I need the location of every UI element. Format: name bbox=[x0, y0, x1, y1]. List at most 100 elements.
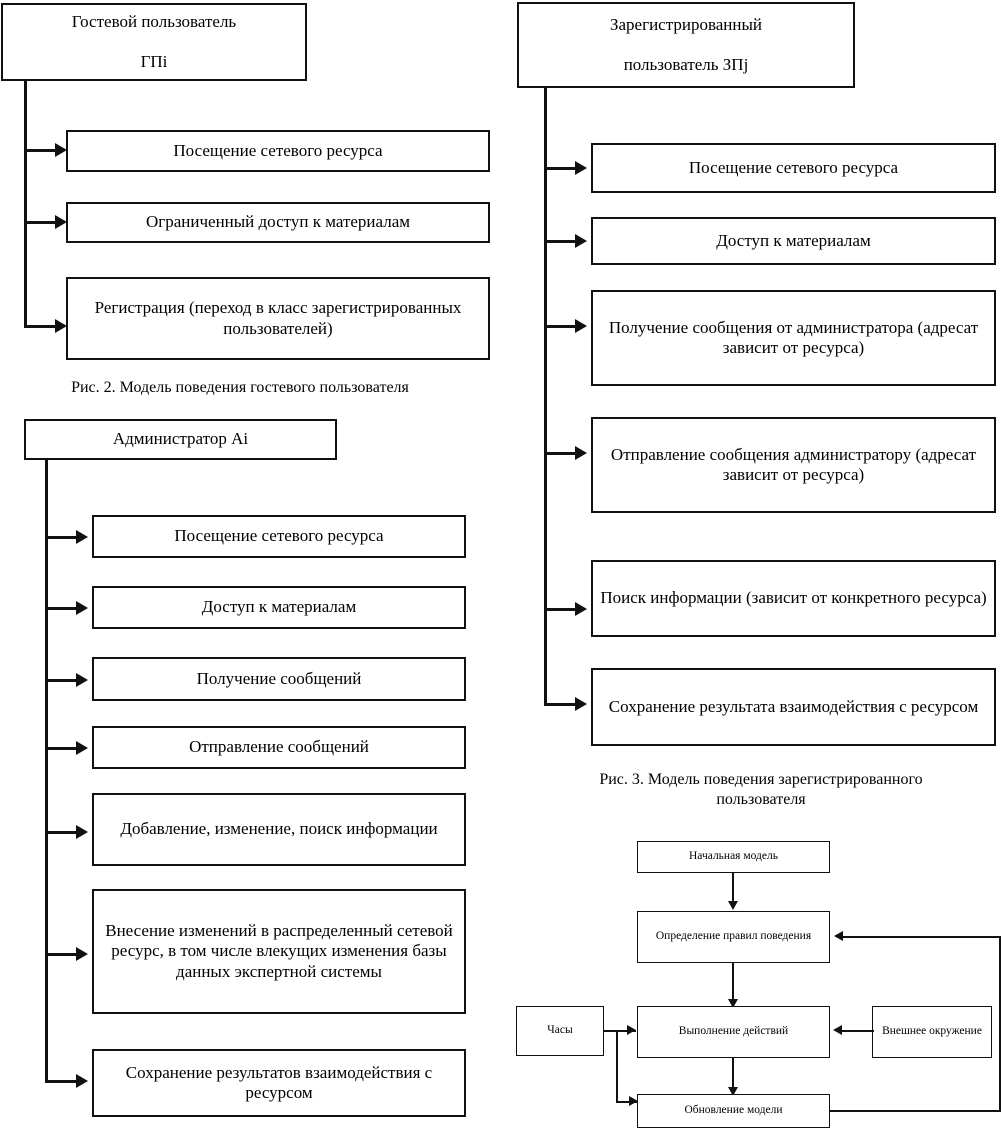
loop-line-initial-to-rules bbox=[732, 873, 734, 904]
loop-update-model-label: Обновление модели bbox=[684, 1104, 783, 1117]
guest-item-3-label: Регистрация (переход в класс зарегистрир… bbox=[94, 298, 462, 338]
guest-branch-3 bbox=[24, 325, 57, 328]
loop-initial-model-box: Начальная модель bbox=[637, 841, 830, 873]
registered-branch-5 bbox=[544, 608, 577, 611]
registered-arrow-3 bbox=[575, 319, 587, 333]
loop-arrow-env-to-exec bbox=[833, 1025, 842, 1035]
loop-line-clock-down bbox=[616, 1030, 618, 1103]
registered-item-2-label: Доступ к материалам bbox=[716, 230, 871, 250]
admin-branch-7 bbox=[45, 1080, 78, 1083]
admin-branch-1 bbox=[45, 536, 78, 539]
admin-arrow-2 bbox=[76, 601, 88, 615]
registered-item-3-label: Получение сообщения от администратора (а… bbox=[608, 317, 979, 357]
guest-arrow-3 bbox=[55, 319, 67, 333]
loop-line-rules-to-exec bbox=[732, 963, 734, 1003]
loop-feedback-line-up bbox=[999, 936, 1001, 1112]
registered-item-4-box: Отправление сообщения администратору (ад… bbox=[591, 417, 996, 513]
admin-item-6-label: Внесение изменений в распределенный сете… bbox=[105, 921, 453, 981]
loop-line-env-to-exec bbox=[841, 1030, 874, 1032]
guest-item-1-label: Посещение сетевого ресурса bbox=[173, 140, 383, 160]
guest-arrow-2 bbox=[55, 215, 67, 229]
admin-item-2-box: Доступ к материалам bbox=[92, 586, 466, 629]
admin-item-3-label: Получение сообщений bbox=[196, 668, 362, 688]
loop-arrow-rules-to-exec bbox=[728, 999, 738, 1008]
admin-root-label: Администратор Ai bbox=[112, 429, 249, 449]
registered-branch-4 bbox=[544, 452, 577, 455]
loop-define-rules-box: Определение правил поведения bbox=[637, 911, 830, 963]
guest-root-line2: ГПi bbox=[140, 52, 168, 72]
loop-arrow-feedback-to-rules bbox=[834, 931, 843, 941]
admin-branch-4 bbox=[45, 747, 78, 750]
admin-branch-2 bbox=[45, 607, 78, 610]
admin-item-2-label: Доступ к материалам bbox=[201, 597, 357, 617]
registered-arrow-4 bbox=[575, 446, 587, 460]
guest-root-label: Гостевой пользователь ГПi bbox=[9, 12, 299, 72]
admin-item-1-box: Посещение сетевого ресурса bbox=[92, 515, 466, 558]
registered-caption: Рис. 3. Модель поведения зарегистрирован… bbox=[556, 770, 966, 810]
guest-item-1-box: Посещение сетевого ресурса bbox=[66, 130, 490, 172]
admin-trunk-line bbox=[45, 458, 48, 1083]
registered-root-line1: Зарегистрированный bbox=[609, 14, 763, 34]
loop-arrow-initial-to-rules bbox=[728, 901, 738, 910]
registered-branch-2 bbox=[544, 240, 577, 243]
loop-line-clock-right bbox=[604, 1030, 636, 1032]
guest-trunk-line bbox=[24, 80, 27, 328]
registered-root-label: Зарегистрированный пользователь ЗПj bbox=[525, 15, 847, 75]
loop-feedback-line-to-rules bbox=[843, 936, 1001, 938]
loop-line-clock-to-update bbox=[616, 1101, 638, 1103]
loop-initial-model-label: Начальная модель bbox=[689, 850, 778, 863]
guest-branch-1 bbox=[24, 149, 57, 152]
registered-trunk-line bbox=[544, 86, 547, 706]
guest-item-2-box: Ограниченный доступ к материалам bbox=[66, 202, 490, 243]
registered-arrow-2 bbox=[575, 234, 587, 248]
loop-clock-label: Часы bbox=[547, 1024, 573, 1037]
admin-item-6-box: Внесение изменений в распределенный сете… bbox=[92, 889, 466, 1014]
loop-external-env-label: Внешнее окружение bbox=[882, 1025, 982, 1038]
admin-item-1-label: Посещение сетевого ресурса bbox=[174, 526, 384, 546]
registered-branch-1 bbox=[544, 167, 577, 170]
registered-root-box: Зарегистрированный пользователь ЗПj bbox=[517, 2, 855, 88]
registered-item-4-label: Отправление сообщения администратору (ад… bbox=[610, 444, 977, 484]
admin-branch-6 bbox=[45, 953, 78, 956]
admin-item-3-box: Получение сообщений bbox=[92, 657, 466, 701]
admin-arrow-4 bbox=[76, 741, 88, 755]
loop-line-exec-to-update bbox=[732, 1058, 734, 1091]
admin-arrow-3 bbox=[76, 673, 88, 687]
admin-arrow-5 bbox=[76, 825, 88, 839]
registered-item-6-box: Сохранение результата взаимодействия с р… bbox=[591, 668, 996, 746]
loop-execute-actions-box: Выполнение действий bbox=[637, 1006, 830, 1058]
loop-execute-actions-label: Выполнение действий bbox=[678, 1025, 789, 1038]
registered-item-6-label: Сохранение результата взаимодействия с р… bbox=[608, 696, 979, 716]
registered-branch-6 bbox=[544, 703, 577, 706]
guest-root-box: Гостевой пользователь ГПi bbox=[1, 3, 307, 81]
registered-branch-3 bbox=[544, 325, 577, 328]
admin-item-7-label: Сохранение результатов взаимодействия с … bbox=[125, 1062, 433, 1102]
registered-arrow-1 bbox=[575, 161, 587, 175]
loop-clock-box: Часы bbox=[516, 1006, 604, 1056]
admin-item-4-label: Отправление сообщений bbox=[189, 737, 369, 757]
guest-item-3-box: Регистрация (переход в класс зарегистрир… bbox=[66, 277, 490, 360]
registered-root-line2: пользователь ЗПj bbox=[623, 55, 749, 75]
registered-item-3-box: Получение сообщения от администратора (а… bbox=[591, 290, 996, 386]
registered-item-1-label: Посещение сетевого ресурса bbox=[688, 157, 899, 177]
admin-branch-5 bbox=[45, 831, 78, 834]
admin-arrow-6 bbox=[76, 947, 88, 961]
admin-item-7-box: Сохранение результатов взаимодействия с … bbox=[92, 1049, 466, 1117]
loop-arrow-clock-to-exec bbox=[627, 1025, 636, 1035]
registered-item-2-box: Доступ к материалам bbox=[591, 217, 996, 265]
admin-arrow-1 bbox=[76, 530, 88, 544]
registered-caption-line1: Рис. 3. Модель поведения зарегистрирован… bbox=[599, 771, 923, 788]
registered-item-1-box: Посещение сетевого ресурса bbox=[591, 143, 996, 193]
loop-arrow-exec-to-update bbox=[728, 1087, 738, 1096]
admin-item-5-label: Добавление, изменение, поиск информации bbox=[120, 819, 438, 839]
registered-item-5-label: Поиск информации (зависит от конкретного… bbox=[600, 588, 987, 608]
admin-branch-3 bbox=[45, 679, 78, 682]
admin-arrow-7 bbox=[76, 1074, 88, 1088]
guest-item-2-label: Ограниченный доступ к материалам bbox=[145, 212, 411, 232]
loop-feedback-line-right bbox=[830, 1110, 1001, 1112]
loop-update-model-box: Обновление модели bbox=[637, 1094, 830, 1128]
registered-arrow-6 bbox=[575, 697, 587, 711]
admin-root-box: Администратор Ai bbox=[24, 419, 337, 460]
loop-define-rules-label: Определение правил поведения bbox=[655, 930, 812, 943]
